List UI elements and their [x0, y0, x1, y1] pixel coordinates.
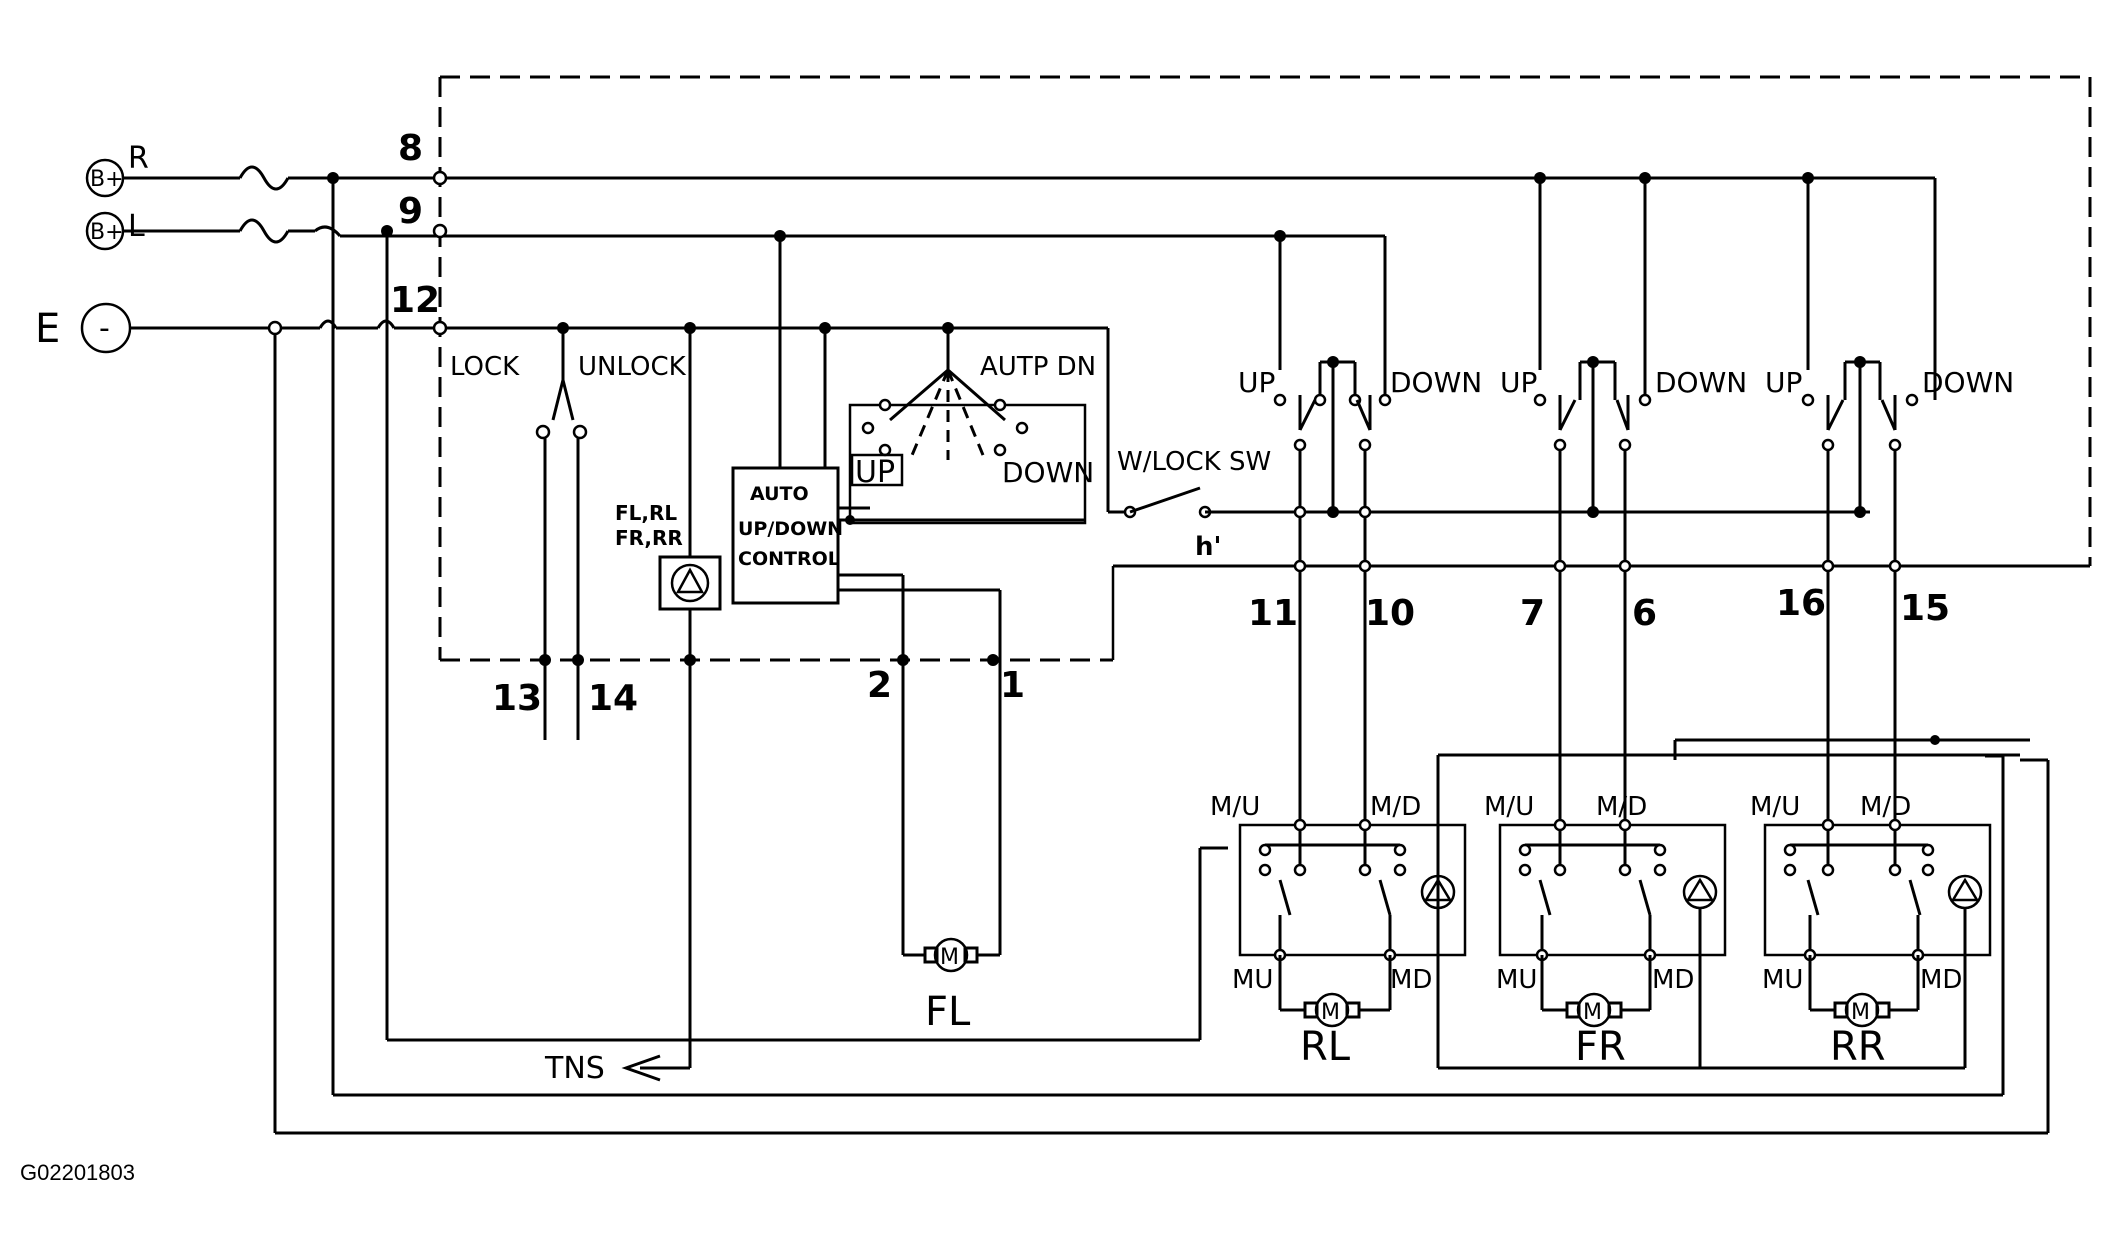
terminal-6-label: 6: [1632, 593, 1657, 634]
rr-down-label: DOWN: [1922, 366, 2014, 399]
lamp-label-fr-rr: FR,RR: [615, 526, 683, 550]
rr-mu-top-label: M/U: [1750, 792, 1800, 822]
terminal-8-label: 8: [398, 128, 423, 169]
r-label: R: [128, 141, 149, 176]
terminal-12-label: 12: [390, 280, 440, 321]
terminal-10-label: 10: [1365, 593, 1415, 634]
b-plus-l-label: B+: [90, 220, 124, 245]
illumination-lamp: FL,RL FR,RR: [615, 322, 722, 1068]
terminal-16-label: 16: [1776, 583, 1826, 624]
terminal-11-label: 11: [1248, 593, 1298, 634]
fr-mu-label: MU: [1496, 965, 1537, 995]
fr-down-label: DOWN: [1655, 366, 1747, 399]
rl-md-top-label: M/D: [1370, 792, 1421, 822]
h-mark-label: h': [1195, 532, 1221, 562]
rr-md-label: MD: [1920, 965, 1962, 995]
power-inputs: B+ R B+ L E -: [35, 141, 149, 354]
rl-mu-label: MU: [1232, 965, 1273, 995]
terminal-14-label: 14: [588, 678, 638, 719]
terminal-13-label: 13: [492, 678, 542, 719]
fr-motor-symbol: M: [1583, 1000, 1602, 1025]
terminal-9: [432, 223, 448, 239]
terminal-12: [432, 320, 448, 336]
rl-md-label: MD: [1390, 965, 1432, 995]
autp-dn-switch: AUTP DN UP DOWN: [838, 322, 1096, 525]
terminal-15-label: 15: [1900, 588, 1950, 629]
fr-up-label: UP: [1500, 366, 1537, 399]
auto-label: AUTO: [750, 483, 809, 505]
fr-main-switch: UP DOWN 7 6: [1500, 172, 1747, 825]
rr-label: RR: [1830, 1024, 1886, 1070]
fr-md-label: MD: [1652, 965, 1694, 995]
ground-symbol: -: [99, 311, 110, 346]
rr-md-top-label: M/D: [1860, 792, 1911, 822]
rr-up-label: UP: [1765, 366, 1802, 399]
terminal-2-label: 2: [867, 665, 892, 706]
unlock-label: UNLOCK: [578, 352, 687, 382]
figure-code: G02201803: [20, 1160, 135, 1185]
l-label: L: [128, 209, 145, 244]
rl-down-label: DOWN: [1390, 366, 1482, 399]
fr-md-top-label: M/D: [1596, 792, 1647, 822]
rr-door-unit: M/U M/D MU MD M RR: [1750, 792, 1992, 1070]
rl-motor-symbol: M: [1321, 1000, 1340, 1025]
terminal-9-label: 9: [398, 191, 423, 232]
auto-up-down-control: AUTO UP/DOWN CONTROL 2 1: [731, 230, 1025, 955]
e-ground-label: E: [35, 306, 60, 352]
terminal-8: [432, 170, 448, 186]
fl-motor-symbol: M: [940, 945, 959, 970]
fl-label: FL: [925, 989, 971, 1035]
lock-unlock-switch: LOCK UNLOCK 13 14: [450, 322, 687, 740]
b-plus-r-label: B+: [90, 167, 124, 192]
rl-door-unit: M/U M/D MU MD M RL: [1210, 792, 1467, 1070]
w-lock-sw-label: W/LOCK SW: [1117, 447, 1271, 477]
autp-dn-label: AUTP DN: [980, 352, 1096, 382]
lock-label: LOCK: [450, 352, 520, 382]
rl-up-label: UP: [1238, 366, 1275, 399]
fuse-l: [238, 218, 290, 244]
fr-mu-top-label: M/U: [1484, 792, 1534, 822]
rl-mu-top-label: M/U: [1210, 792, 1260, 822]
fr-door-unit: M/U M/D MU MD M FR: [1484, 792, 1727, 1070]
terminal-7-label: 7: [1520, 593, 1545, 634]
fl-motor: M FL: [903, 937, 1000, 1035]
rr-motor-symbol: M: [1851, 1000, 1870, 1025]
terminal-1-label: 1: [1000, 665, 1025, 706]
auto-down-label: DOWN: [1002, 456, 1094, 489]
rr-main-switch: UP DOWN 16 15: [1765, 172, 2014, 825]
tns-label: TNS: [544, 1051, 605, 1086]
lamp-label-fl-rl: FL,RL: [615, 501, 677, 525]
rr-mu-label: MU: [1762, 965, 1803, 995]
fr-label: FR: [1575, 1024, 1626, 1070]
up-down-label: UP/DOWN: [738, 518, 843, 540]
rl-label: RL: [1300, 1024, 1351, 1070]
rl-main-switch: UP DOWN 11 10: [1238, 230, 1482, 825]
window-lock-switch: W/LOCK SW h': [1106, 400, 1870, 562]
auto-up-label: UP: [855, 455, 895, 490]
fuse-r: [238, 165, 290, 191]
control-label: CONTROL: [738, 548, 840, 570]
